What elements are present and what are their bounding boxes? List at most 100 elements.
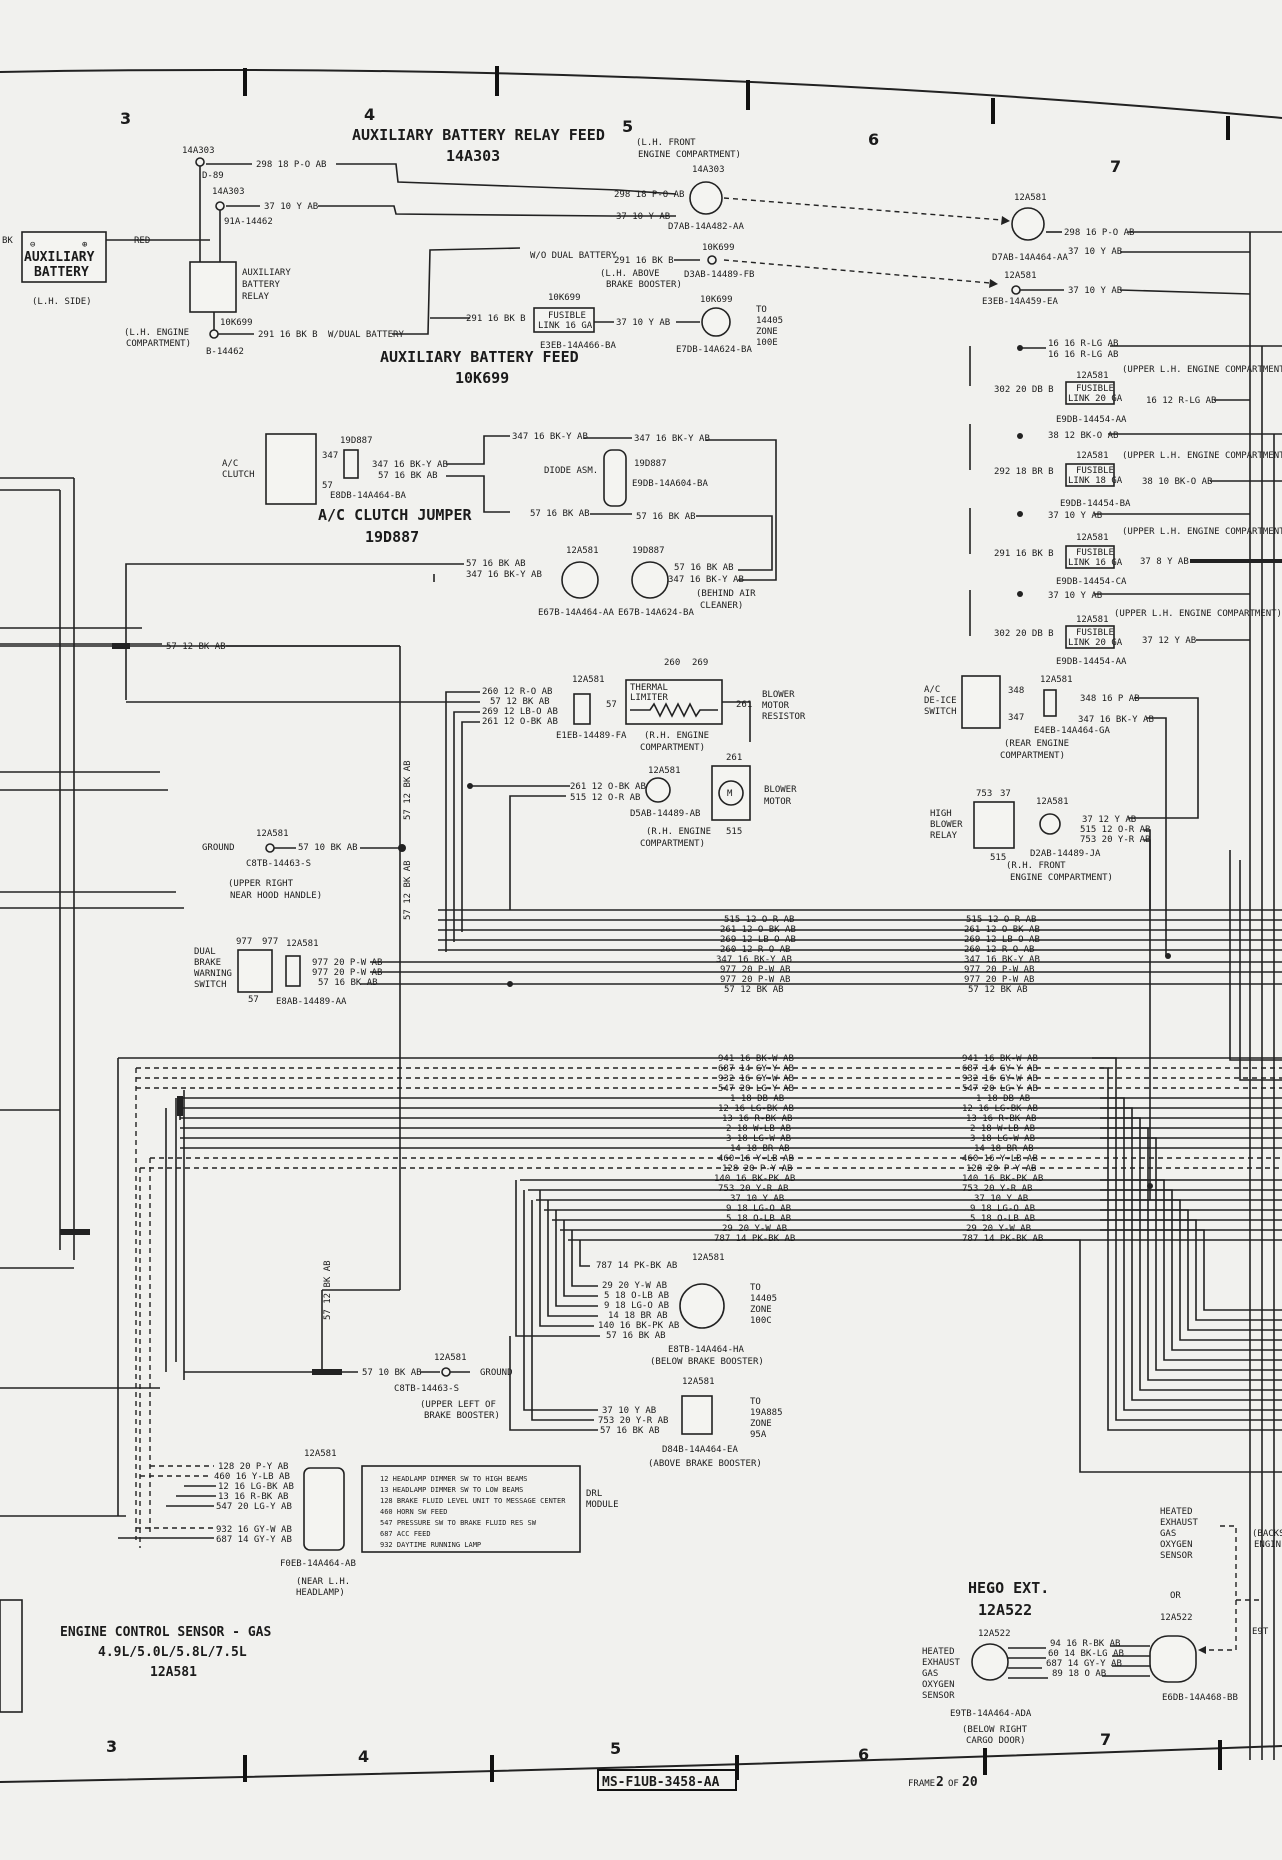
alternate-note: OR [1170,1591,1181,1601]
wire-label: 977 20 P-W AB [312,968,382,978]
legend-item: 13 HEADLAMP DIMMER SW TO LOW BEAMS [380,1486,523,1494]
zone-ref: ZONE [750,1305,772,1315]
cut-off-label: ENGIN [1254,1540,1281,1550]
bus-wire-label: 5 18 O-LB AB [970,1214,1035,1224]
connector-label: 12A581 [682,1377,715,1387]
connector-12a581 [645,777,671,803]
bus-wire-label: 547 20 LG-Y AB [718,1084,794,1094]
bus-wire-label: 977 20 P-W AB [964,965,1034,975]
wire-label: 298 18 P-O AB [614,190,684,200]
document-number: MS-F1UB-3458-AA [602,1775,720,1790]
wire-label: 302 20 DB B [994,385,1054,395]
connector-label: 10K699 [220,318,253,328]
cut-off-label: (BACKSI [1252,1529,1282,1539]
zone-ref: TO [750,1283,761,1293]
grid-number-bottom: 4 [358,1747,369,1766]
connector-12a581 [285,955,301,987]
location-note: (BELOW BRAKE BOOSTER) [650,1357,764,1367]
wire-label: 12 16 LG-BK AB [218,1482,294,1492]
fusible-link-group: 37 10 Y AB (UPPER L.H. ENGINE COMPARTMEN… [969,508,1282,587]
sensor-label: OXYGEN [1160,1540,1193,1550]
wire-label: 37 10 Y AB [1068,286,1122,296]
connector-label: 12A581 [304,1449,337,1459]
wire-label: 261 12 O-BK AB [482,717,558,727]
title-relay-feed-code: 14A303 [446,147,500,165]
connector-label: 12A581 [286,939,319,949]
bus-wire-label: 140 16 BK-PK AB [962,1174,1043,1184]
zone-ref: 100E [756,338,778,348]
legend-item: 547 PRESSURE SW TO BRAKE FLUID RES SW [380,1519,537,1527]
drl-module-label: MODULE [586,1500,619,1510]
connector-part: C8TB-14463-S [394,1384,459,1394]
wire-label: 57 16 BK AB [318,978,378,988]
connector-label: 12A522 [1160,1613,1193,1623]
document-number-box [597,1769,737,1791]
location-note: (R.H. ENGINE [644,731,709,741]
bus-wire-label: 12 16 LG-BK AB [718,1104,794,1114]
bus-wire-label: 3 18 LG-W AB [970,1134,1035,1144]
location-note: (R.H. ENGINE [646,827,711,837]
location-note: (UPPER L.H. ENGINE COMPARTMENT) [1114,609,1282,619]
legend-item: 128 BRAKE FLUID LEVEL UNIT TO MESSAGE CE… [380,1497,566,1505]
location-note: (UPPER L.H. ENGINE COMPARTMENT) [1122,451,1282,461]
bus-wire-label: 57 12 BK AB [968,985,1028,995]
relay-label: HIGH [930,809,952,819]
ac-clutch-label: CLUTCH [222,470,255,480]
connector-part: E3EB-14A466-BA [540,341,616,351]
bus-wire-label: 977 20 P-W AB [964,975,1034,985]
wire-label: 269 12 LB-O AB [482,707,558,717]
wire-label: 298 16 P-O AB [1064,228,1134,238]
title-hego: HEGO EXT. [968,1579,1049,1597]
connector-label: 10K699 [700,295,733,305]
connector-label: 91A-14462 [224,217,273,227]
pin-label: 977 [262,937,278,947]
connector-19d887 [631,561,669,599]
battery-location: (L.H. SIDE) [32,297,92,307]
bus-wire-label: 37 10 Y AB [730,1194,784,1204]
connector-label: 12A581 [1004,271,1037,281]
switch-label: SWITCH [194,980,227,990]
frame-label: FRAME [908,1779,935,1789]
pin-label: 260 [664,658,680,668]
title-battery-feed: AUXILIARY BATTERY FEED [380,348,579,366]
wire-label: 37 12 Y AB [1082,815,1136,825]
bus-wire-label: 753 20 Y-R AB [718,1184,788,1194]
title-ecs-code: 12A581 [150,1665,197,1680]
location-note: COMPARTMENT) [640,743,705,753]
relay-label: RELAY [930,831,958,841]
connector-label: 12A581 [692,1253,725,1263]
zone-ref: TO [756,305,767,315]
battery-terminal-pos: ⊕ [82,240,87,250]
bus-wire-label: 140 16 BK-PK AB [714,1174,795,1184]
connector-12a581 [1043,689,1057,717]
bus-wire-label: 515 12 O-R AB [966,915,1036,925]
bus-wire-label: 2 18 W-LB AB [970,1124,1035,1134]
fusible-label: FUSIBLE [1076,384,1114,394]
grid-number-top: 5 [622,117,633,136]
title-hego-code: 12A522 [978,1601,1032,1619]
limiter-label: LIMITER [630,693,669,703]
bus-wire-label: 12 16 LG-BK AB [962,1104,1038,1114]
zone-ref: TO [750,1397,761,1407]
connector-part: E67B-14A464-AA [538,608,614,618]
title-ecs: ENGINE CONTROL SENSOR - GAS [60,1625,271,1640]
wire-label: 687 14 GY-Y AB [216,1535,292,1545]
sensor-label: EXHAUST [1160,1518,1199,1528]
location-note: (UPPER LEFT OF [420,1400,496,1410]
fusible-gauge: LINK 16 GA [1068,558,1123,568]
connector-part: E8DB-14A464-BA [330,491,406,501]
wire-label: 57 16 BK AB [466,559,526,569]
sensor-label: OXYGEN [922,1680,955,1690]
wire-label: 753 20 Y-R AB [598,1416,668,1426]
frame-number: 2 [936,1775,944,1790]
zone-ref: ZONE [750,1419,772,1429]
wire-label: 37 10 Y AB [264,202,318,212]
connector-part: D7AB-14A464-AA [992,253,1068,263]
blower-motor-resistor [625,679,723,725]
bus-wire-label: 29 20 Y-W AB [722,1224,787,1234]
connector-part: E9DB-14454-AA [1056,415,1127,425]
bus-wire-label: 977 20 P-W AB [720,965,790,975]
connector-label: 12A581 [434,1353,467,1363]
connector-part: D5AB-14489-AB [630,809,700,819]
